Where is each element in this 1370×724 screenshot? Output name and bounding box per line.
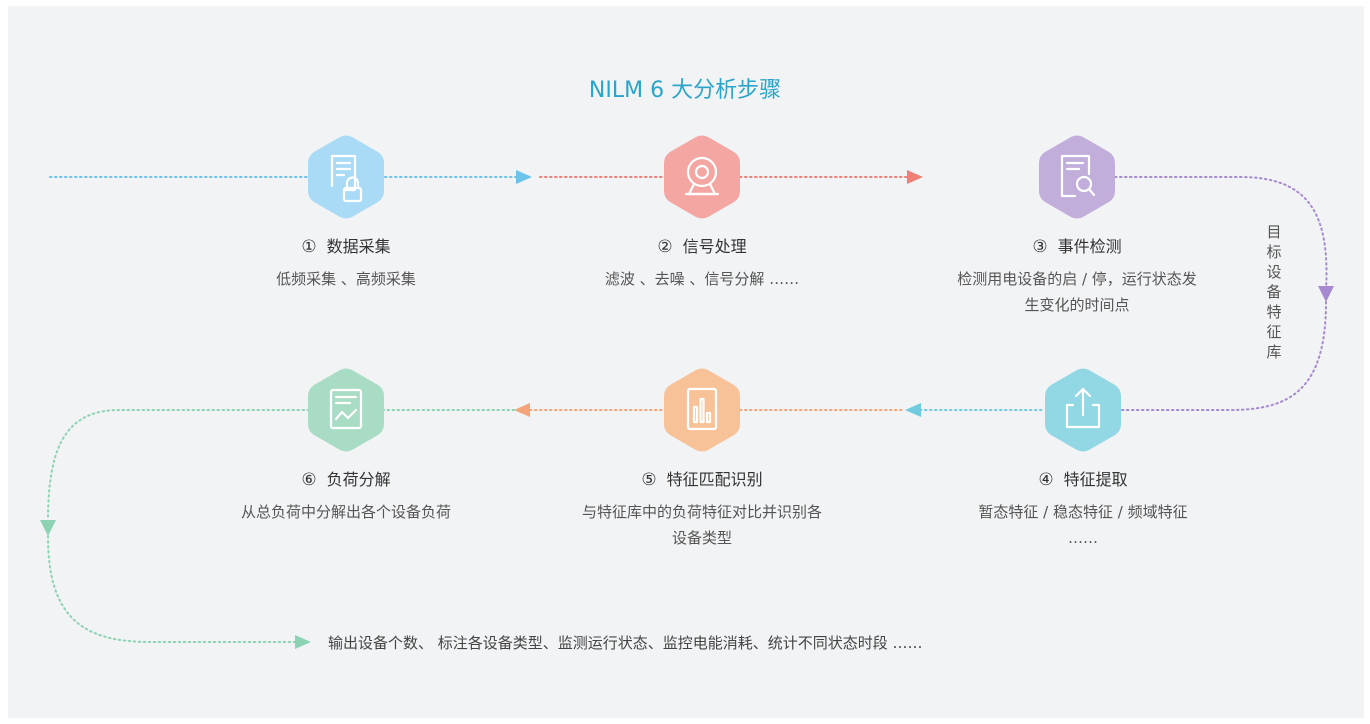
diagram-panel	[8, 6, 1364, 718]
document-lock-icon	[330, 154, 363, 203]
step5-desc: 与特征库中的负荷特征对比并识别各设备类型	[582, 503, 823, 547]
step1-node	[308, 134, 384, 220]
connector-step3-to-curve	[1109, 176, 1328, 291]
webcam-icon	[684, 156, 720, 196]
arrow-to-step5	[905, 403, 921, 417]
step6-desc: 从总负荷中分解出各个设备负荷	[240, 503, 451, 521]
document-search-icon	[1060, 154, 1096, 198]
output-summary: 输出设备个数、 标注各设备类型、监测运行状态、监控电能消耗、统计不同状态时段 ……	[328, 634, 923, 652]
arrow-to-step3	[907, 170, 923, 184]
arrow-to-step6	[514, 403, 530, 417]
step6-node	[308, 367, 384, 453]
share-upload-icon	[1065, 387, 1101, 429]
arrow-down-right	[1318, 286, 1334, 302]
arrow-down-left	[40, 520, 56, 536]
step4-node	[1045, 367, 1121, 453]
bar-chart-icon	[686, 387, 718, 431]
connector-step6-to-curve	[47, 409, 515, 521]
step5-node	[664, 367, 740, 453]
target-feature-library-label: 目标设备特征库	[1266, 223, 1282, 361]
connector-curve-to-output	[47, 535, 296, 643]
document-chart-icon	[329, 388, 363, 430]
step2-desc: 滤波 、去噪 、信号分解 ……	[604, 270, 800, 288]
diagram-title: NILM 6 大分析步骤	[588, 78, 782, 103]
step1-desc: 低频采集 、高频采集	[276, 270, 416, 288]
arrow-to-output	[295, 635, 311, 649]
connector-curve-to-step4	[1119, 301, 1327, 411]
arrow-to-step2	[516, 170, 532, 184]
step2-node	[664, 134, 740, 220]
step3-node	[1039, 134, 1115, 220]
step3-desc: 检测用电设备的启 / 停，运行状态发生变化的时间点	[957, 270, 1197, 314]
step4-desc: 暂态特征 / 稳态特征 / 频域特征 ……	[978, 503, 1188, 547]
